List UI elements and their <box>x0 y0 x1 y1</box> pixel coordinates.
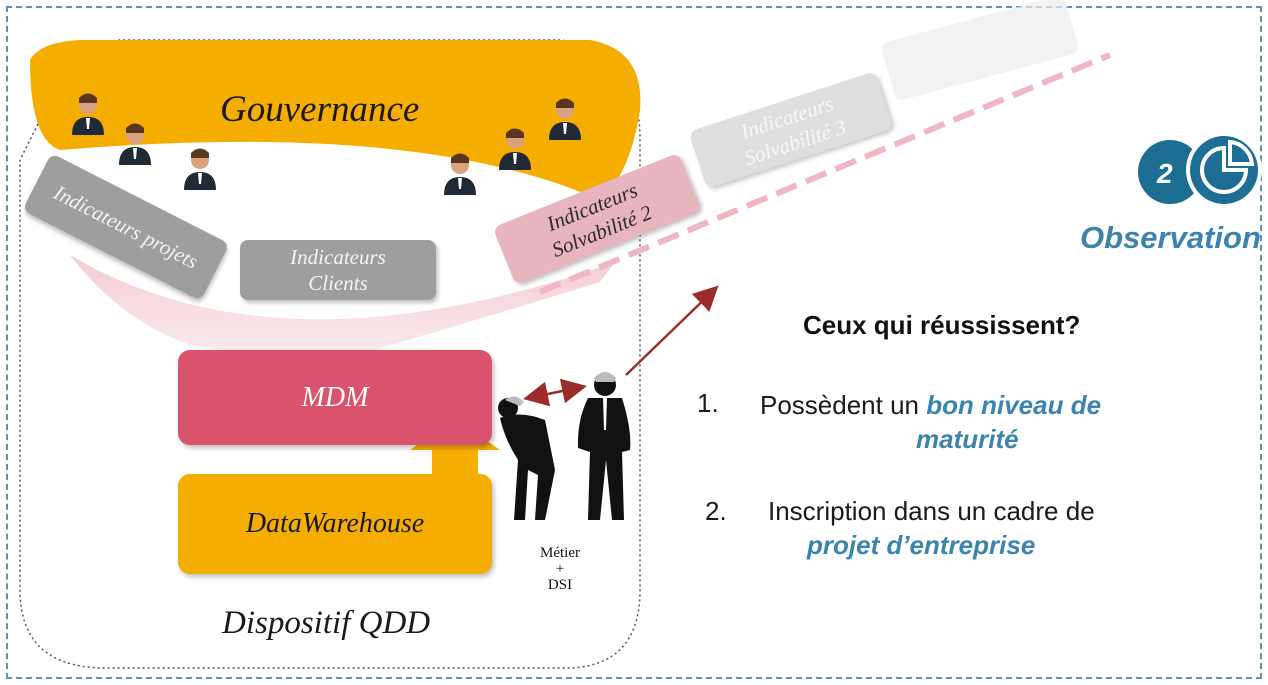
observation-badge <box>1138 132 1262 208</box>
indicator-clients-tag: Indicateurs Clients <box>240 240 436 300</box>
item-1-number: 1. <box>697 388 719 418</box>
person-icons <box>72 93 581 195</box>
indicator-clients-line1: Indicateurs <box>290 245 386 269</box>
double-arrow <box>523 378 587 407</box>
datawarehouse-label: DataWarehouse <box>245 508 425 539</box>
datawarehouse-box: DataWarehouse <box>178 474 492 574</box>
item-1-plain: Possèdent un <box>760 390 927 420</box>
badge-number: 2 <box>1157 158 1173 189</box>
metier-dsi-label: Métier + DSI <box>520 545 600 593</box>
metier-label: Métier <box>540 545 580 561</box>
dsi-label: DSI <box>547 577 573 593</box>
item-2-number: 2. <box>705 496 727 526</box>
funnel <box>70 255 615 360</box>
dashed-frame <box>6 6 1262 679</box>
governance-area <box>30 40 641 200</box>
mdm-label: MDM <box>301 381 369 413</box>
observation-label: Observation <box>1080 220 1261 255</box>
item-1-emph-line2: maturité <box>916 424 1019 454</box>
indicator-clients-line2: Clients <box>308 271 368 295</box>
panel-heading: Ceux qui réussissent? <box>803 310 1081 340</box>
diagonal-arrow <box>625 285 719 376</box>
business-silhouettes <box>498 372 631 520</box>
item-1-emph: bon niveau de <box>926 390 1102 420</box>
item-2-text: Inscription dans un cadre de <box>768 496 1095 526</box>
plus-label: + <box>555 561 565 577</box>
item-2-emph: projet d’entreprise <box>807 530 1036 560</box>
mdm-box: MDM <box>178 350 492 445</box>
dispositif-label: Dispositif QDD <box>222 605 431 641</box>
governance-title: Gouvernance <box>220 89 420 130</box>
qdd-container <box>19 39 641 669</box>
item-1-text: Possèdent un bon niveau de <box>760 388 1230 422</box>
trend-line <box>538 52 1112 295</box>
